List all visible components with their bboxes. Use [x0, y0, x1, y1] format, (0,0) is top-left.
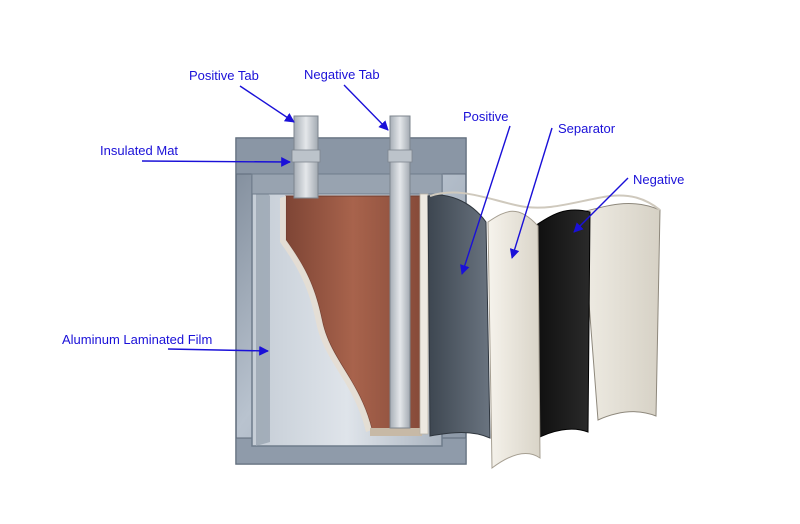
arrow-negative-tab — [343, 84, 389, 131]
positive-tab — [291, 115, 321, 199]
pouch-fold-shadow — [256, 180, 270, 446]
label-aluminum-laminated-film: Aluminum Laminated Film — [62, 332, 212, 347]
pouch-top-seal — [235, 137, 467, 175]
label-insulated-mat: Insulated Mat — [100, 143, 178, 158]
negative-tab — [387, 115, 413, 429]
electrode-layers — [427, 191, 661, 469]
label-positive: Positive — [463, 109, 509, 124]
label-separator: Separator — [558, 121, 616, 136]
label-positive-tab: Positive Tab — [189, 68, 259, 83]
label-negative: Negative — [633, 172, 684, 187]
core-separator-strip — [419, 193, 429, 435]
label-group: Positive Tab Negative Tab Insulated Mat … — [62, 67, 684, 347]
pouch-cell — [235, 115, 467, 465]
back-sheet — [581, 203, 661, 421]
label-negative-tab: Negative Tab — [304, 67, 380, 82]
insulated-mat-band — [251, 173, 443, 195]
arrow-separator — [509, 127, 553, 259]
leader-arrows — [141, 84, 629, 356]
arrow-aluminum-laminated-film — [167, 345, 269, 356]
electrode-stack-edge — [280, 196, 372, 432]
arrow-negative — [573, 177, 629, 233]
arrow-positive-tab — [239, 85, 295, 123]
positive-sheet — [427, 194, 491, 439]
separator-sheet — [487, 210, 541, 469]
electrode-bottom-strip — [370, 428, 422, 436]
arrow-insulated-mat — [141, 157, 291, 167]
arrow-positive — [460, 125, 511, 275]
sheet-top-wave — [429, 191, 661, 211]
negative-sheet — [531, 209, 591, 441]
